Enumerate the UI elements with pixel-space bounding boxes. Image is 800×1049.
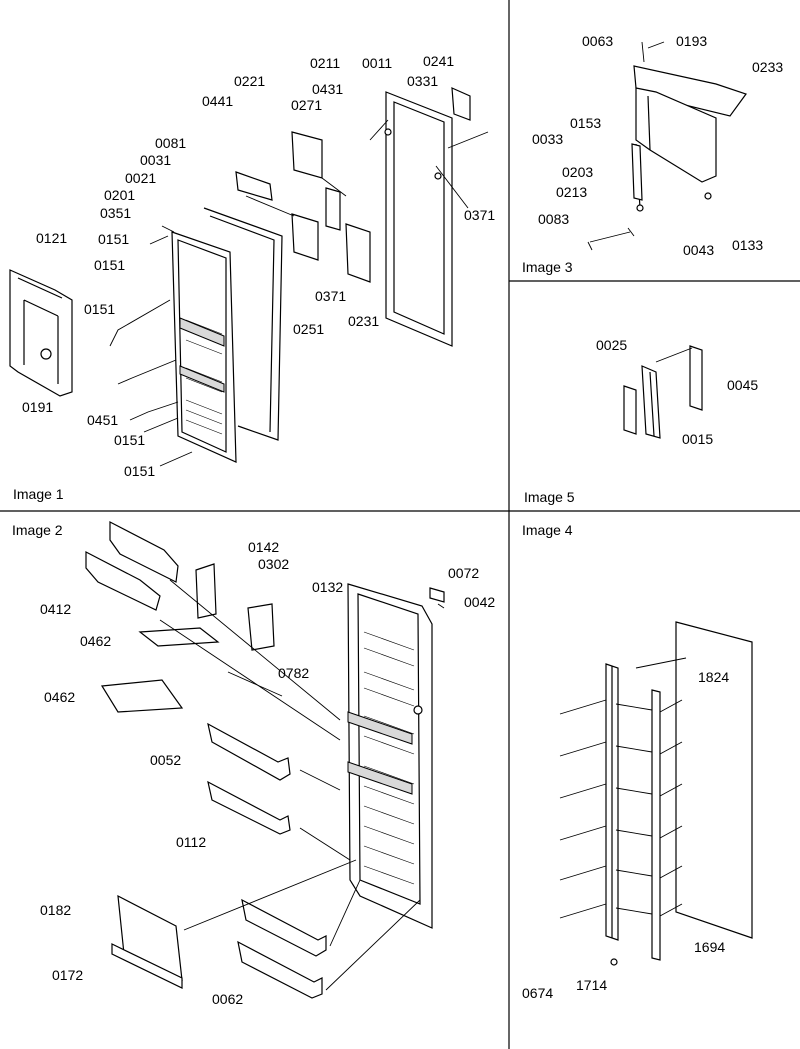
part-label: 0302: [258, 556, 289, 572]
part-label: 0201: [104, 187, 135, 203]
part-label: 0062: [212, 991, 243, 1007]
part-label: 1824: [698, 669, 729, 685]
part-label: 0431: [312, 81, 343, 97]
part-label: 0052: [150, 752, 181, 768]
knob-icon: [40, 348, 52, 360]
part-label: 0251: [293, 321, 324, 337]
part-label: 0015: [682, 431, 713, 447]
part-label: 0451: [87, 412, 118, 428]
part-label: 0231: [348, 313, 379, 329]
image-5-drawing: [623, 345, 703, 439]
panel-caption-image-2: Image 2: [12, 522, 63, 538]
part-label: 1694: [694, 939, 725, 955]
part-label: 0153: [570, 115, 601, 131]
part-label: 0121: [36, 230, 67, 246]
part-label: 0191: [22, 399, 53, 415]
panel-caption-image-3: Image 3: [522, 259, 573, 275]
part-label: 0151: [124, 463, 155, 479]
part-label: 0193: [676, 33, 707, 49]
part-label: 0674: [522, 985, 553, 1001]
part-label: 0142: [248, 539, 279, 555]
part-label: 0331: [407, 73, 438, 89]
part-label: 1714: [576, 977, 607, 993]
part-label: 0211: [310, 55, 340, 71]
panel-captions: Image 1 Image 2 Image 3 Image 4 Image 5: [12, 259, 575, 538]
part-label: 0271: [291, 97, 322, 113]
part-label: 0042: [464, 594, 495, 610]
image-3-drawing: [587, 41, 747, 251]
part-label: 0371: [464, 207, 495, 223]
part-labels: 0211 0011 0241 0221 0431 0331 0441 0271 …: [22, 33, 783, 1007]
part-label: 0441: [202, 93, 233, 109]
panel-caption-image-5: Image 5: [524, 489, 575, 505]
part-label: 0412: [40, 601, 71, 617]
part-label: 0151: [84, 301, 115, 317]
part-label: 0083: [538, 211, 569, 227]
part-label: 0112: [176, 834, 206, 850]
part-label: 0151: [94, 257, 125, 273]
part-label: 0371: [315, 288, 346, 304]
part-label: 0072: [448, 565, 479, 581]
part-label: 0233: [752, 59, 783, 75]
image-2-drawing: [85, 521, 445, 999]
part-label: 0081: [155, 135, 186, 151]
part-label: 0033: [532, 131, 563, 147]
part-label: 0172: [52, 967, 83, 983]
part-label: 0031: [140, 152, 171, 168]
part-label: 0045: [727, 377, 758, 393]
part-label: 0182: [40, 902, 71, 918]
part-label: 0462: [44, 689, 75, 705]
part-label: 0203: [562, 164, 593, 180]
part-label: 0462: [80, 633, 111, 649]
part-label: 0213: [556, 184, 587, 200]
image-1-drawing: [9, 87, 489, 467]
part-label: 0063: [582, 33, 613, 49]
image-4-drawing: [559, 621, 753, 966]
part-label: 0241: [423, 53, 454, 69]
part-label: 0043: [683, 242, 714, 258]
part-label: 0132: [312, 579, 343, 595]
part-label: 0011: [362, 55, 392, 71]
part-label: 0133: [732, 237, 763, 253]
part-label: 0025: [596, 337, 627, 353]
panel-caption-image-4: Image 4: [522, 522, 573, 538]
part-label: 0782: [278, 665, 309, 681]
part-label: 0351: [100, 205, 131, 221]
part-label: 0021: [125, 170, 156, 186]
panel-caption-image-1: Image 1: [13, 486, 64, 502]
part-label: 0221: [234, 73, 265, 89]
part-label: 0151: [114, 432, 145, 448]
part-label: 0151: [98, 231, 129, 247]
